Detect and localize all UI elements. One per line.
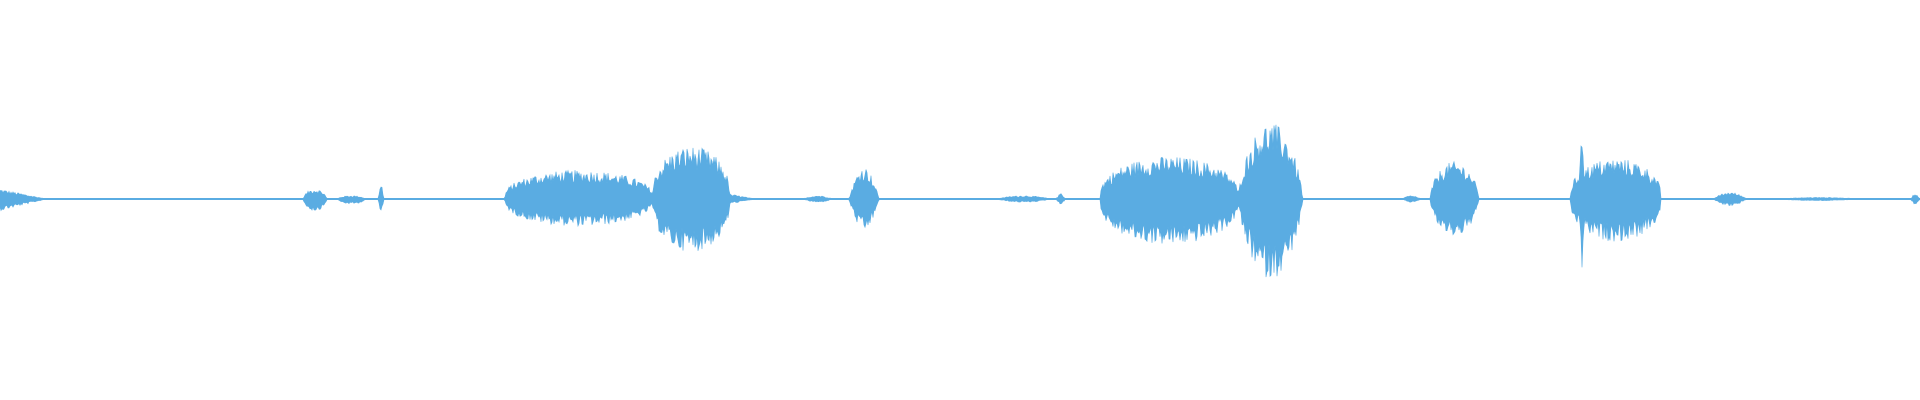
waveform-trace: [0, 124, 1920, 278]
